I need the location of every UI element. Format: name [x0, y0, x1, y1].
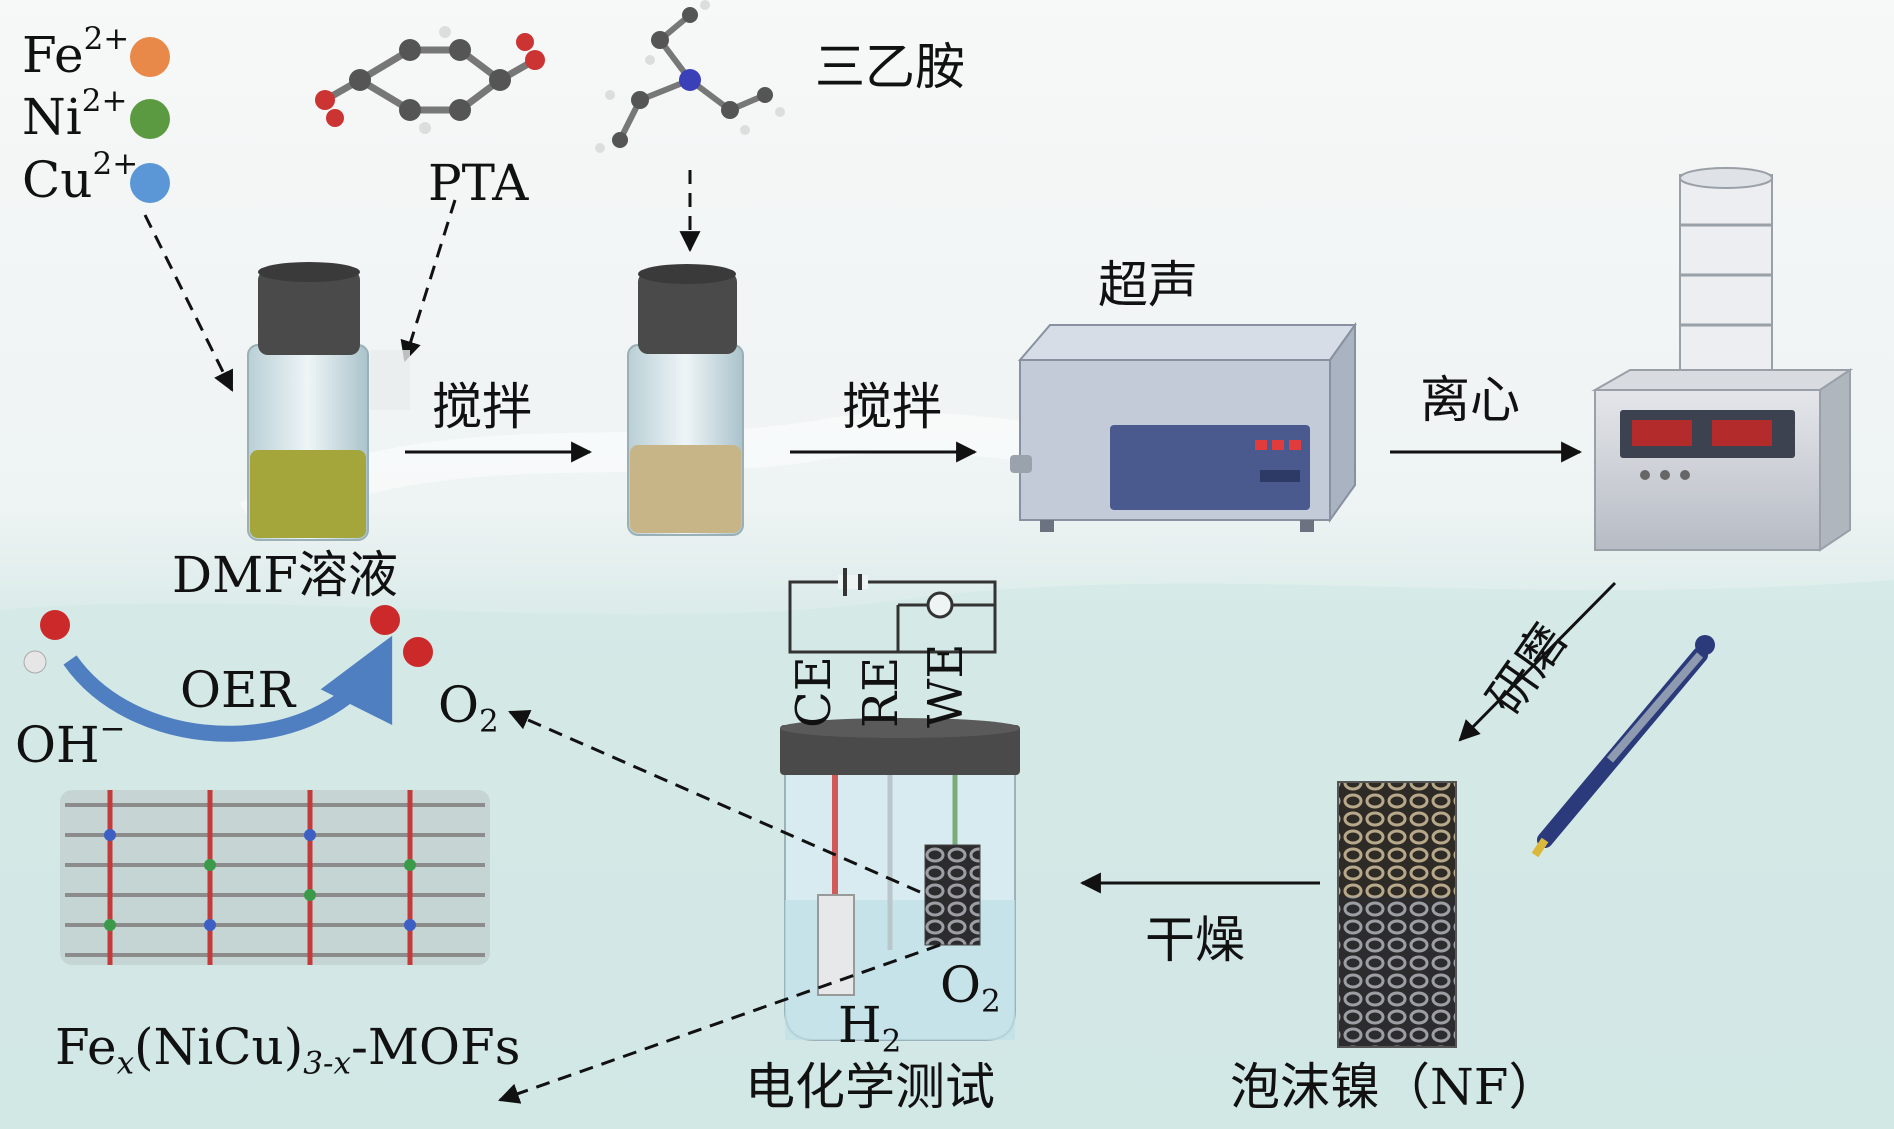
reagent-arrows	[143, 170, 701, 392]
ultrasonic-bath	[1010, 321, 1357, 532]
ion-cu-label: Cu2+	[22, 145, 139, 209]
oer-label: OER	[180, 661, 296, 719]
h2-label: H2	[838, 996, 902, 1060]
ce-label: CE	[786, 656, 842, 728]
cu-sphere	[130, 163, 170, 203]
vial-dmf-solution	[247, 262, 410, 541]
ions-to-vial-arrow	[143, 214, 234, 392]
process-arrows	[405, 441, 1617, 894]
nickel-foam-block	[1337, 781, 1457, 1048]
drying-label: 干燥	[1145, 911, 1245, 969]
circuit-frame	[788, 580, 997, 654]
mof-formula-label: Fex(NiCu)3-x-MOFs	[55, 1018, 521, 1082]
oer-curved-arrow	[63, 635, 393, 742]
nickel-foam-label: 泡沫镍（NF）	[1230, 1058, 1559, 1116]
ion-ni-label: Ni2+	[22, 82, 128, 146]
oh-label: OH−	[15, 710, 126, 774]
dmf-solution-label: DMF溶液	[172, 546, 398, 604]
pta-to-vial-arrow	[400, 199, 457, 363]
ion-fe-label: Fe2+	[22, 20, 130, 84]
electrochemical-cell	[780, 568, 1020, 1041]
ultrasonic-label: 超声	[1098, 256, 1198, 314]
cell-to-mof-arrow	[498, 943, 941, 1104]
ni-sphere	[130, 99, 170, 139]
product-arrows	[498, 709, 941, 1104]
vial-mixed-solution	[627, 264, 744, 536]
stir-label-1: 搅拌	[432, 378, 532, 436]
pta-label: PTA	[428, 154, 529, 212]
pta-molecule	[315, 26, 545, 134]
cell-o2-label: O2	[940, 956, 1001, 1020]
triethylamine-label: 三乙胺	[815, 38, 965, 96]
stir-label-2: 搅拌	[842, 378, 942, 436]
electrochem-test-label: 电化学测试	[745, 1058, 995, 1116]
oxygen-molecule	[370, 605, 433, 667]
mof-lattice	[60, 790, 490, 965]
water-molecule	[23, 610, 70, 674]
cell-to-o2-arrow	[508, 709, 921, 894]
triethylamine-molecule	[595, 0, 785, 153]
centrifuge	[1591, 167, 1854, 552]
ion-spheres	[130, 37, 170, 203]
we-label: WE	[918, 643, 974, 728]
re-label: RE	[853, 656, 909, 728]
o2-product-label: O2	[438, 676, 499, 740]
meter	[926, 591, 954, 619]
pipette	[1531, 635, 1715, 858]
grinding-arrow	[1458, 581, 1617, 742]
fe-sphere	[130, 37, 170, 77]
centrifuge-label: 离心	[1420, 371, 1520, 429]
